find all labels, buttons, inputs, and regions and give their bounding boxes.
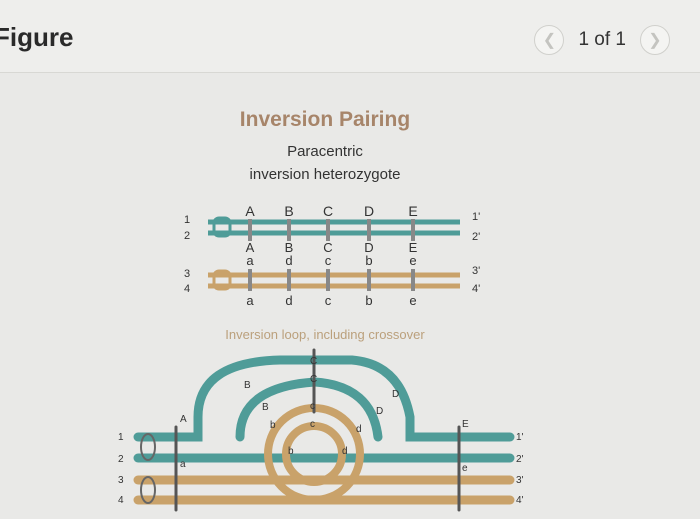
header-divider	[0, 72, 700, 73]
mid-lower-b: b	[365, 253, 372, 268]
loop-label-C-outer: C	[310, 356, 317, 367]
top-gene-A: A	[245, 203, 255, 219]
loop-label-D-outer: D	[392, 389, 399, 400]
loop-label-e: e	[462, 463, 468, 474]
mid-upper-D: D	[364, 240, 373, 255]
figure-subtitle-line1: Paracentric	[287, 143, 363, 160]
inversion-pairing-figure: Inversion Pairing Paracentric inversion …	[118, 108, 524, 512]
loop-num-2: 2	[118, 454, 124, 465]
loop-label-B-inner: B	[262, 402, 269, 413]
top-chromatid-pair	[208, 216, 460, 238]
bottom-gene-b: b	[365, 293, 372, 308]
figure-title: Inversion Pairing	[240, 108, 410, 131]
top-num-2-prime: 2'	[472, 231, 480, 243]
loop-label-d-core: d	[342, 446, 348, 457]
loop-label-c-core: c	[310, 419, 315, 430]
top-locus-marks	[248, 219, 415, 241]
loop-num-3-prime: 3'	[516, 475, 524, 486]
loop-num-2-prime: 2'	[516, 454, 524, 465]
top-num-2: 2	[184, 230, 190, 242]
mid-upper-E: E	[409, 240, 418, 255]
mid-lower-e: e	[409, 253, 416, 268]
bottom-locus-marks	[248, 269, 415, 291]
top-gene-D: D	[364, 203, 374, 219]
loop-num-1-prime: 1'	[516, 432, 524, 443]
top-gene-E: E	[408, 203, 417, 219]
top-num-1-prime: 1'	[472, 211, 480, 223]
next-button[interactable]: ❯	[640, 25, 670, 55]
top-gene-B: B	[284, 203, 293, 219]
loop-num-3: 3	[118, 475, 124, 486]
loop-num-4: 4	[118, 495, 124, 506]
loop-label-a: a	[180, 459, 186, 470]
mid-upper-A: A	[246, 240, 255, 255]
bottom-num-3-prime: 3'	[472, 265, 480, 277]
bottom-gene-e: e	[409, 293, 416, 308]
loop-label-b-core: b	[288, 446, 294, 457]
top-gene-C: C	[323, 203, 333, 219]
chevron-right-icon: ❯	[648, 32, 662, 49]
figure-header: Figure ❮ 1 of 1 ❯	[0, 0, 700, 72]
inversion-loop-diagram	[133, 348, 515, 512]
loop-label-E: E	[462, 419, 469, 430]
bottom-gene-d: d	[285, 293, 292, 308]
loop-label-d-inner: d	[356, 424, 362, 435]
mid-lower-c: c	[325, 253, 332, 268]
loop-label-A: A	[180, 414, 187, 425]
bottom-gene-a: a	[246, 293, 254, 308]
top-num-1: 1	[184, 214, 190, 226]
loop-num-1: 1	[118, 432, 124, 443]
bottom-num-4-prime: 4'	[472, 283, 480, 295]
bottom-num-3: 3	[184, 268, 190, 280]
mid-lower-d: d	[285, 253, 292, 268]
loop-label-b-inner: b	[270, 420, 276, 431]
page-counter: 1 of 1	[578, 29, 626, 50]
bottom-gene-c: c	[325, 293, 332, 308]
bottom-chromatid-pair	[208, 269, 460, 291]
prev-button[interactable]: ❮	[534, 25, 565, 55]
mid-upper-B: B	[285, 240, 294, 255]
bottom-num-4: 4	[184, 283, 190, 295]
loop-label-B-outer: B	[244, 380, 251, 391]
loop-label-c-inner: c	[310, 401, 315, 412]
loop-label-C-mid: C	[310, 374, 317, 385]
pager: ❮ 1 of 1 ❯	[534, 25, 670, 55]
mid-upper-C: C	[323, 240, 332, 255]
loop-label-D-inner: D	[376, 406, 383, 417]
figure-subtitle-line2: inversion heterozygote	[250, 166, 401, 183]
loop-num-4-prime: 4'	[516, 495, 524, 506]
chevron-left-icon: ❮	[542, 32, 557, 49]
mid-lower-a: a	[246, 253, 254, 268]
loop-caption: Inversion loop, including crossover	[225, 327, 425, 342]
figure-heading: Figure	[0, 22, 74, 52]
